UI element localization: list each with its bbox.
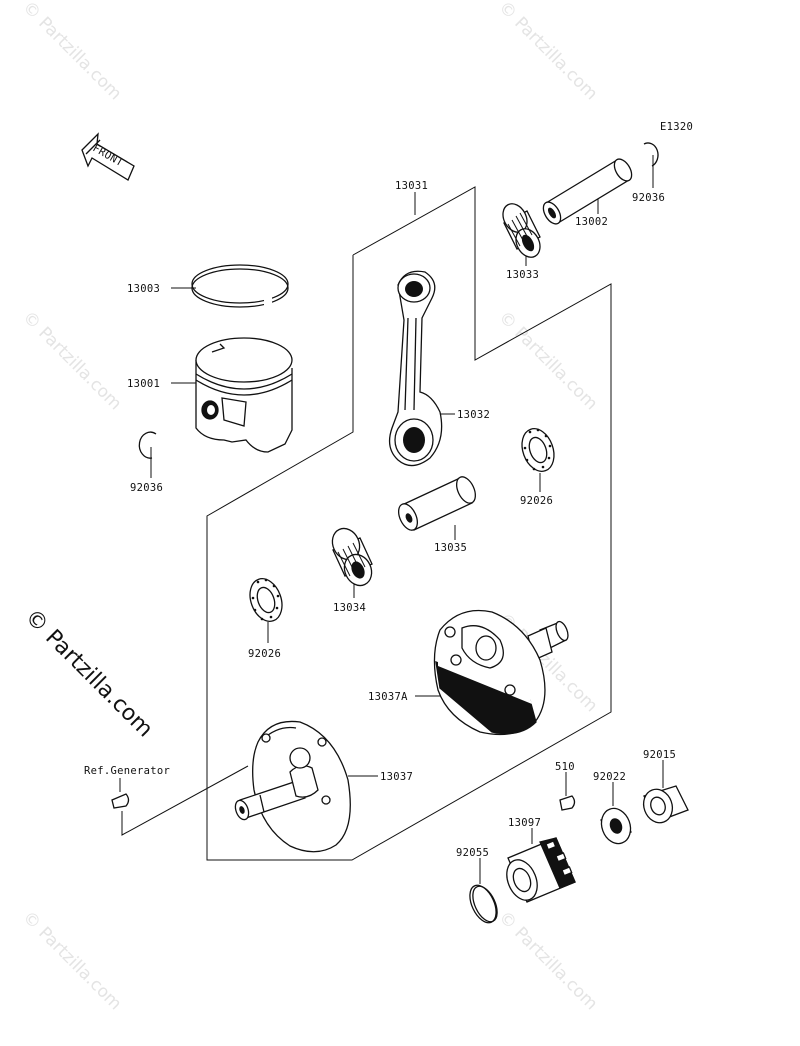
label-13035: 13035: [434, 542, 467, 554]
front-arrow-icon: FRONT: [81, 132, 135, 181]
label-92055: 92055: [456, 847, 489, 859]
leader-lines: [119, 155, 664, 884]
washer-92026-right: [521, 428, 555, 472]
crank-pin-13035: [397, 476, 477, 531]
watermark: © Partzilla.com: [494, 907, 601, 1014]
o-ring-92055: [469, 884, 498, 924]
circlip-92036-top: [643, 142, 659, 167]
crankshaft-13037A: [433, 609, 569, 736]
crankshaft-13037: [234, 720, 351, 853]
label-510: 510: [555, 761, 575, 773]
label-13097: 13097: [508, 817, 541, 829]
label-13031: 13031: [395, 180, 428, 192]
watermark: © Partzilla.com: [18, 907, 125, 1014]
gear-13097: [506, 837, 576, 903]
label-92026-left: 92026: [248, 648, 281, 660]
watermark: © Partzilla.com: [494, 307, 601, 414]
piston-ring-13003: [191, 264, 289, 308]
side-watermark: © Partzilla.com: [20, 605, 158, 743]
label-13037A: 13037A: [368, 691, 408, 703]
label-13032: 13032: [457, 409, 490, 421]
diagram-id: E1320: [660, 121, 693, 133]
group-outlines: [206, 186, 612, 861]
label-13002: 13002: [575, 216, 608, 228]
label-13003: 13003: [127, 283, 160, 295]
label-92015: 92015: [643, 749, 676, 761]
label-ref-generator: Ref.Generator: [84, 765, 170, 777]
needle-bearing-13033: [502, 203, 541, 258]
connecting-rod-13032: [388, 270, 443, 467]
needle-bearing-13034: [331, 527, 373, 587]
watermark: © Partzilla.com: [18, 0, 125, 104]
piston-13001: [195, 337, 293, 453]
key-ref-generator: [111, 793, 130, 809]
circlip-92036-left: [138, 431, 157, 459]
washer-92026-left: [249, 578, 283, 622]
washer-92022: [600, 807, 632, 845]
key-510: [559, 795, 576, 811]
label-13001: 13001: [127, 378, 160, 390]
label-92026-right: 92026: [520, 495, 553, 507]
part-labels: 13031 13002 92036 13033 13003 13001 9203…: [84, 180, 676, 859]
label-92036-left: 92036: [130, 482, 163, 494]
label-13037: 13037: [380, 771, 413, 783]
watermark: © Partzilla.com: [494, 0, 601, 104]
label-92036-top: 92036: [632, 192, 665, 204]
watermark: © Partzilla.com: [18, 307, 125, 414]
nut-92015: [642, 785, 689, 824]
label-13033: 13033: [506, 269, 539, 281]
piston-pin-13002: [542, 158, 633, 225]
label-13034: 13034: [333, 602, 366, 614]
label-92022: 92022: [593, 771, 626, 783]
